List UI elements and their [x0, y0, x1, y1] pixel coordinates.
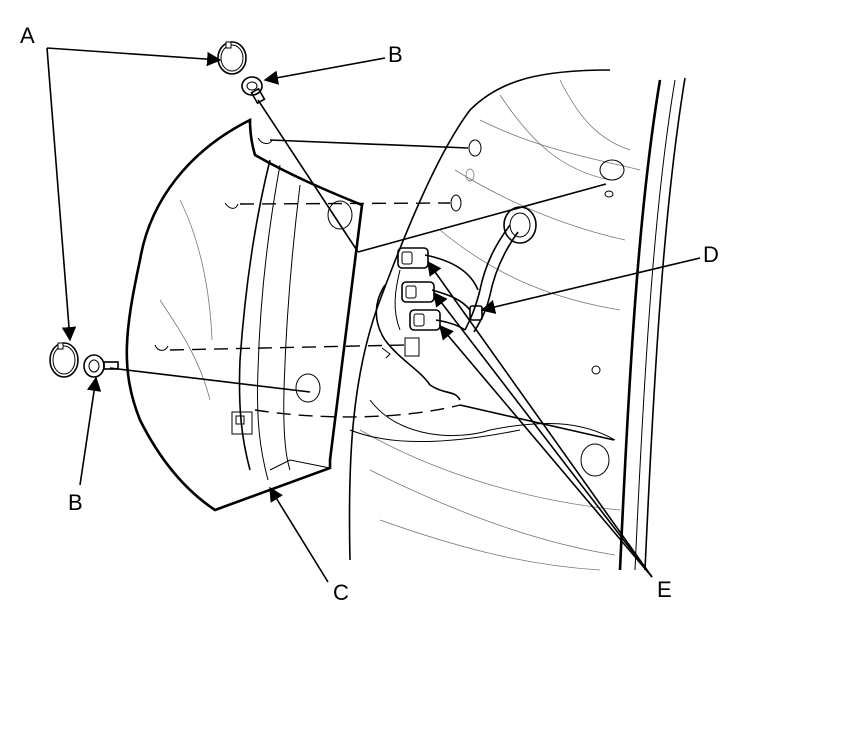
callout-b-top: B [388, 42, 403, 67]
leader-lines [46, 47, 701, 583]
wiring-harness [375, 206, 537, 401]
callout-a: A [20, 23, 35, 48]
callout-e: E [657, 577, 672, 602]
clip-top [217, 41, 247, 75]
car-body [348, 69, 686, 571]
bolt-top [241, 76, 266, 105]
alignment-lines [109, 99, 615, 441]
callout-b-left: B [68, 490, 83, 515]
taillight-assembly [125, 117, 364, 512]
bolt-left [83, 354, 119, 378]
clip-left [49, 342, 79, 378]
callout-c: C [333, 580, 349, 605]
callout-d: D [703, 242, 719, 267]
